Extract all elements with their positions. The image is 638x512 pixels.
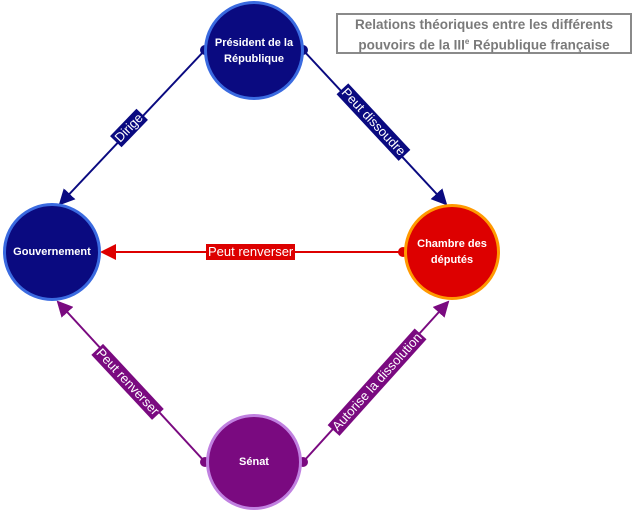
node-senat: Sénat	[206, 414, 302, 510]
title-line-2-post: République française	[469, 37, 610, 53]
node-chambre: Chambre des députés	[404, 204, 500, 300]
label-chambre-renverse: Peut renverser	[206, 244, 296, 260]
node-president-label: Président de la République	[214, 36, 294, 65]
title-line-1: Relations théoriques entre les différent…	[354, 17, 614, 32]
title-line-2-pre: pouvoirs de la III	[358, 37, 465, 53]
node-chambre-label: Chambre des députés	[417, 238, 487, 266]
diagram-title: Relations théoriques entre les différent…	[336, 13, 632, 54]
title-line-2: pouvoirs de la IIIe République française	[338, 33, 630, 54]
node-gouvernement-label: Gouvernement	[13, 246, 91, 258]
node-president: Président de la République	[204, 1, 304, 100]
title-superscript: e	[464, 37, 470, 46]
node-senat-label: Sénat	[239, 456, 269, 468]
node-gouvernement: Gouvernement	[3, 203, 101, 301]
